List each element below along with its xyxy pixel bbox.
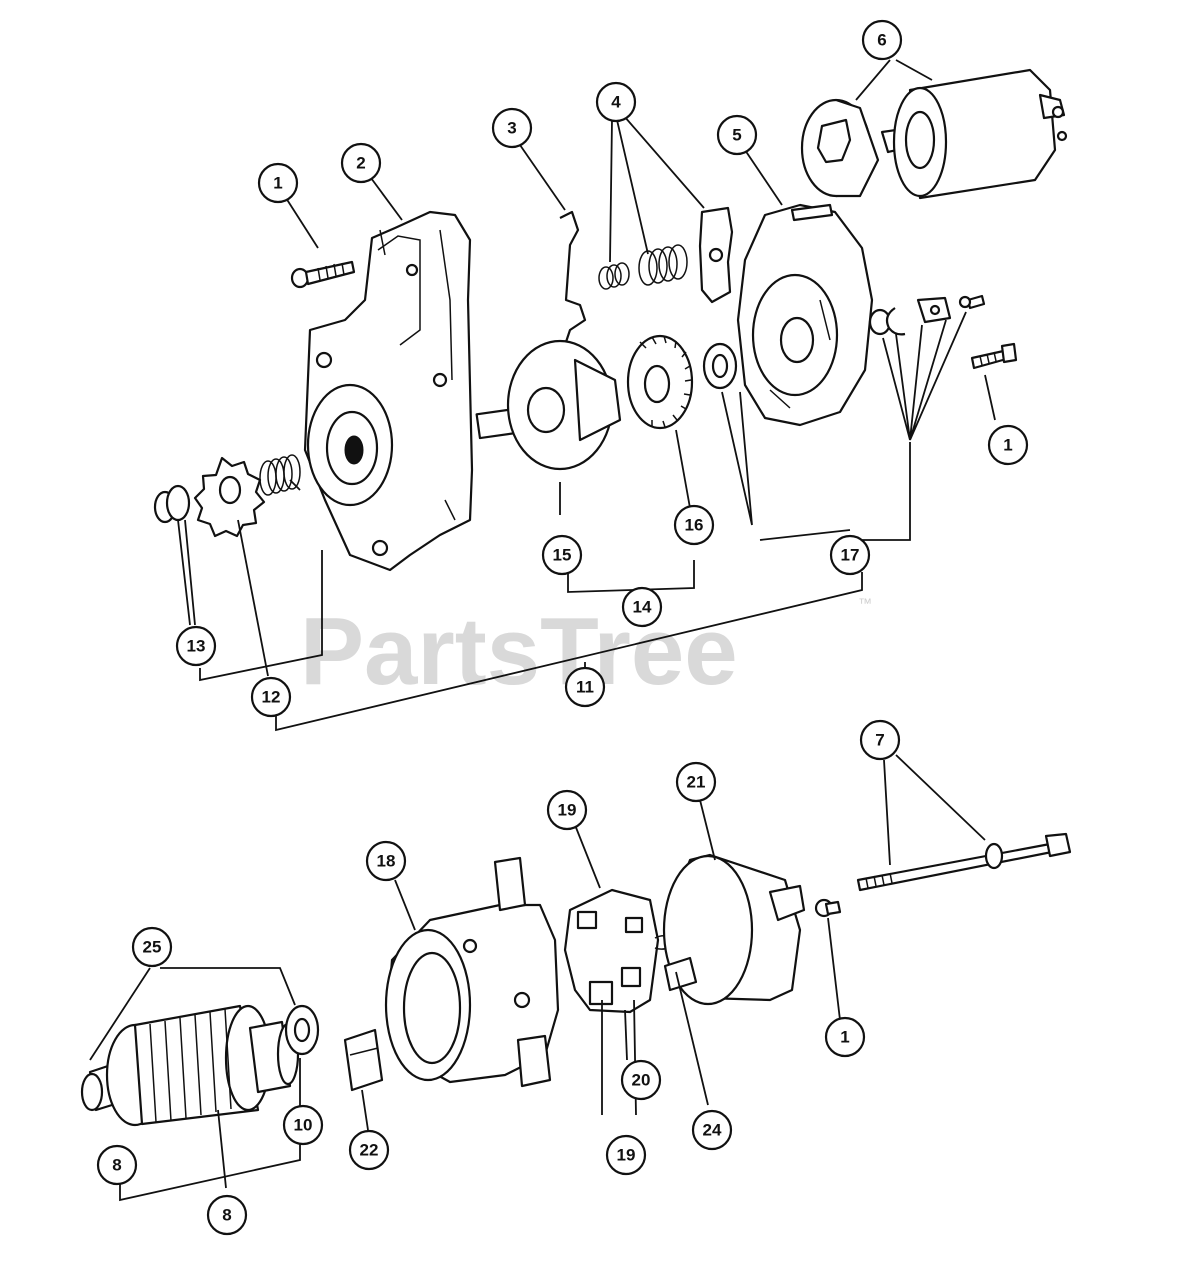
part-drive-housing [303,210,474,572]
part-through-bolt [856,832,1072,892]
callout-17: 17 [829,534,871,576]
callout-25: 25 [131,926,173,968]
watermark: PartsTree ™ [300,595,872,705]
part-screw-lower [814,898,842,918]
svg-text:18: 18 [377,852,396,871]
callout-11: 11 [564,666,606,708]
trademark-symbol: ™ [858,595,872,611]
callout-22: 22 [348,1129,390,1171]
callout-13: 13 [175,625,217,667]
svg-text:2: 2 [356,154,365,173]
callout-5: 5 [716,114,758,156]
svg-text:3: 3 [507,119,516,138]
callout-15: 15 [541,534,583,576]
part-end-frame [736,203,874,427]
svg-text:22: 22 [360,1141,379,1160]
svg-text:13: 13 [187,637,206,656]
part-bolt-right [970,342,1018,370]
callouts: 1 2 3 4 5 6 1 15 16 17 14 13 12 11 7 21 … [96,19,1029,1236]
part-bolt-1 [290,260,356,289]
svg-text:14: 14 [633,598,652,617]
part-solenoid [800,68,1068,200]
leader-lines [89,59,996,1202]
callout-12: 12 [250,676,292,718]
part-springs [598,206,734,304]
part-pinion-assembly [153,454,301,538]
callout-24: 24 [691,1109,733,1151]
callout-6: 6 [861,19,903,61]
part-armature [80,1004,300,1127]
callout-1-lower: 1 [824,1016,866,1058]
svg-text:7: 7 [875,731,884,750]
svg-text:19: 19 [617,1146,636,1165]
callout-4: 4 [595,81,637,123]
svg-text:5: 5 [732,126,741,145]
svg-text:1: 1 [273,174,282,193]
part-gear [626,334,694,430]
part-brush-holder [563,888,676,1014]
callout-1-top: 1 [257,162,299,204]
callout-14: 14 [621,586,663,628]
callout-16: 16 [673,504,715,546]
callout-8-left: 8 [96,1144,138,1186]
svg-text:11: 11 [576,678,594,697]
svg-text:17: 17 [841,546,860,565]
callout-7: 7 [859,719,901,761]
watermark-text: PartsTree [300,598,738,705]
svg-text:19: 19 [558,801,577,820]
svg-text:8: 8 [222,1206,231,1225]
callout-19-top: 19 [546,789,588,831]
part-brush-piece [343,1028,384,1092]
svg-text:24: 24 [703,1121,722,1140]
svg-text:16: 16 [685,516,704,535]
part-small-hardware [868,294,986,336]
svg-text:1: 1 [1003,436,1012,455]
callout-18: 18 [365,840,407,882]
callout-8-bottom: 8 [206,1194,248,1236]
part-clutch-shaft [475,210,622,471]
svg-text:15: 15 [553,546,572,565]
svg-text:6: 6 [877,31,886,50]
svg-text:4: 4 [611,93,621,112]
svg-text:8: 8 [112,1156,121,1175]
svg-text:20: 20 [632,1071,651,1090]
callout-10: 10 [282,1104,324,1146]
callout-1-right: 1 [987,424,1029,466]
callout-3: 3 [491,107,533,149]
part-end-cover [662,853,806,1006]
callout-21: 21 [675,761,717,803]
part-yoke [384,856,560,1088]
callout-2: 2 [340,142,382,184]
svg-text:25: 25 [143,938,162,957]
callout-20: 20 [620,1059,662,1101]
svg-text:21: 21 [687,773,706,792]
part-washer [702,342,738,390]
part-bearing [284,1004,320,1056]
svg-text:1: 1 [840,1028,849,1047]
svg-text:10: 10 [294,1116,313,1135]
callout-19-bottom: 19 [605,1134,647,1176]
svg-text:12: 12 [262,688,281,707]
